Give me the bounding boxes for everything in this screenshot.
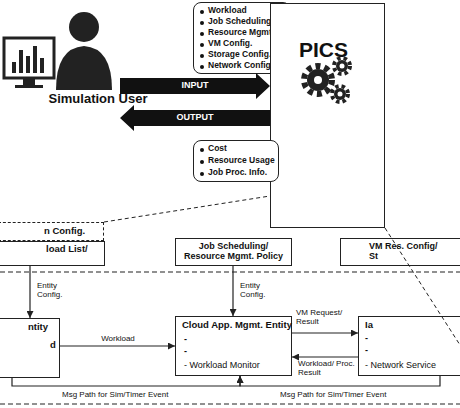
entity-box: Ia - - - Network Service [358, 316, 460, 376]
connector [292, 356, 358, 357]
node-text: - [184, 346, 187, 356]
entity-box: ntityd [0, 318, 60, 378]
node-text: Network Config. [199, 61, 273, 71]
edge-label: Msg Path for Sim/Timer Event [280, 390, 420, 399]
edge-label: INPUT [140, 80, 250, 90]
separator-line [0, 271, 460, 272]
node-text: Storage Config. [199, 50, 271, 60]
node-title: Ia [365, 320, 373, 331]
zoom-line [104, 196, 270, 222]
node-text: - Network Service [365, 360, 436, 370]
node-title: Workload [199, 6, 247, 16]
node-text: - Workload Monitor [184, 360, 260, 370]
connector [29, 266, 30, 318]
node-title: load List/ [46, 244, 88, 255]
edge-label: OUTPUT [140, 112, 250, 122]
connector [232, 266, 233, 316]
edge-label: Workload/ Proc. Result [298, 359, 358, 377]
node-text: Resource Usage [199, 156, 275, 166]
connector [60, 345, 175, 346]
node-title: VM Res. Config/ St [369, 241, 447, 262]
separator-line [0, 404, 460, 405]
config-box: n Config. [0, 222, 104, 241]
node-title: Job Scheduling/ Resource Mgmt. Policy [180, 241, 287, 262]
node-title: ntity [28, 322, 48, 333]
user-icon [4, 12, 112, 90]
connector [292, 332, 358, 333]
node-title: PICS [299, 38, 348, 62]
node-title: Cloud App. Mgmt. Entity [182, 320, 292, 331]
output-list-box: CostResource UsageJob Proc. Info. [193, 140, 279, 182]
entity-box: Cloud App. Mgmt. Entity - - - Workload Moni… [175, 316, 292, 376]
edge-label: Msg Path for Sim/Timer Event [62, 390, 202, 399]
node-text: VM Config. [199, 39, 252, 49]
node-text: d [50, 340, 56, 351]
input-box: load List/ [0, 241, 105, 266]
edge-label: Entity Config. [240, 281, 280, 299]
input-box: VM Res. Config/ St [340, 238, 460, 266]
node-text: Resource Mgmt. [199, 28, 274, 38]
node-text: - [184, 334, 187, 344]
system-box: PICS [270, 3, 385, 228]
input-box: Job Scheduling/ Resource Mgmt. Policy [175, 238, 292, 266]
actor: Simulation User [40, 2, 120, 130]
node-text: - [365, 345, 368, 355]
edge-label: VM Request/ Result [296, 308, 358, 326]
node-title: Cost [199, 144, 227, 154]
edge-label: Workload [78, 334, 158, 343]
node-title: n Config. [44, 226, 85, 237]
node-text: Job Proc. Info. [199, 168, 267, 178]
node-text: Job Scheduling [199, 17, 271, 27]
block-arrow [120, 105, 270, 131]
node-text: - [365, 333, 368, 343]
connector [240, 376, 440, 386]
node-title: Simulation User [48, 92, 148, 107]
edge-label: Entity Config. [37, 281, 77, 299]
